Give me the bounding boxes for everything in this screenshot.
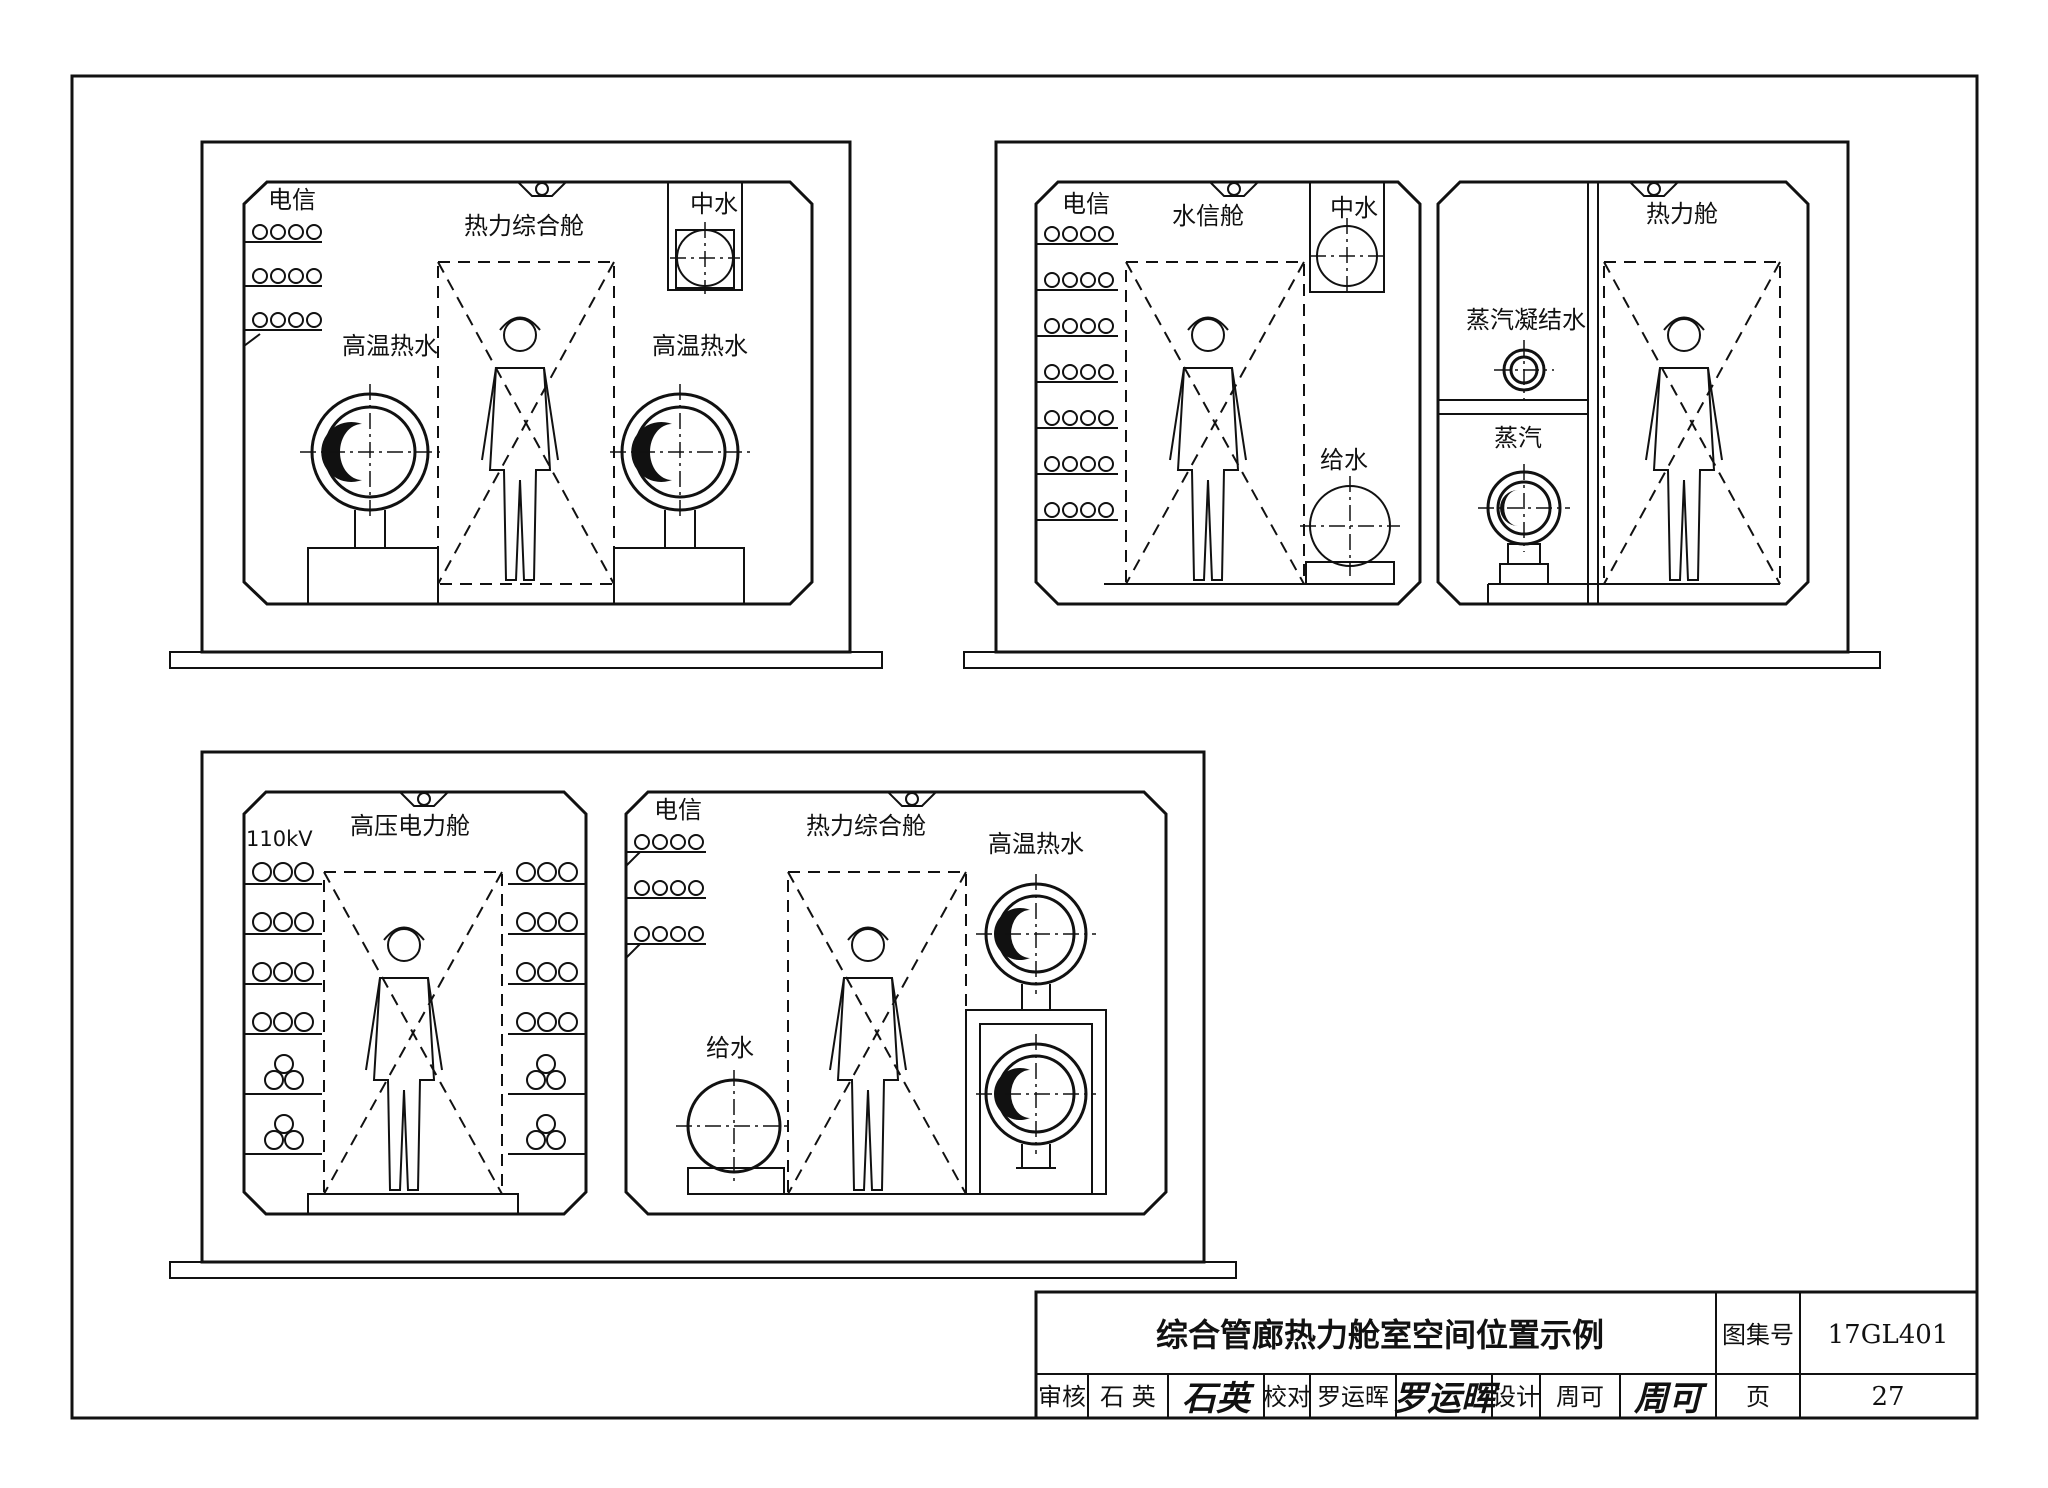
designer-name: 周可 (1556, 1383, 1604, 1411)
base-slab (169, 1261, 1237, 1279)
lamp-icon (517, 181, 567, 197)
section-top-left: 电信 热力综合舱 中水 高温热水 高温热水 (169, 140, 883, 669)
label-reclaimed-water: 中水 (1330, 194, 1378, 222)
drawing-title: 综合管廊热力舱室空间位置示例 (1156, 1316, 1604, 1354)
checker-name: 罗运晖 (1317, 1383, 1389, 1411)
pipe-steam-condensate (1494, 340, 1554, 400)
maintenance-space (437, 261, 615, 585)
outer-structure (994, 140, 1850, 654)
label-reclaimed-water: 中水 (690, 190, 738, 218)
label-hot-water-right: 高温热水 (652, 332, 748, 360)
label-water-telecom-cabin: 水信舱 (1172, 202, 1244, 230)
heat-combined-cabin (624, 790, 1168, 1216)
reviewer-name: 石 英 (1100, 1383, 1156, 1411)
cable-tray-icon (244, 862, 586, 1155)
label-water-supply: 给水 (706, 1034, 754, 1062)
lamp-icon (887, 791, 937, 807)
cable-tray-icon (625, 834, 706, 959)
pipe-support (613, 547, 745, 605)
section-bottom: 110kV 高压电力舱 电信 热力综合舱 高温热水 给水 (169, 750, 1237, 1279)
section-top-right: 电信 水信舱 中水 给水 热力舱 蒸汽凝结水 蒸汽 (963, 140, 1881, 669)
pipe-hot-water-lower (976, 1034, 1096, 1169)
pipe-hot-water-right (610, 384, 750, 605)
review-label: 审核 (1038, 1383, 1086, 1411)
worker-icon (829, 926, 907, 1191)
pipe-hot-water-left (300, 384, 440, 605)
atlas-label: 图集号 (1722, 1321, 1794, 1349)
label-telecom: 电信 (1062, 190, 1110, 218)
page-label: 页 (1746, 1383, 1770, 1411)
label-heat-cabin: 热力舱 (1646, 200, 1718, 228)
label-steam-condensate: 蒸汽凝结水 (1466, 306, 1586, 334)
designer-signature: 周可 (1633, 1379, 1708, 1419)
page-number: 27 (1871, 1382, 1904, 1412)
worker-icon (1645, 316, 1723, 581)
label-cabin: 热力综合舱 (464, 212, 584, 240)
worker-icon (365, 926, 443, 1191)
checker-signature: 罗运晖 (1393, 1379, 1501, 1419)
worker-icon (1169, 316, 1247, 581)
reviewer-signature: 石英 (1182, 1379, 1255, 1419)
worker-icon (481, 316, 559, 581)
sheet-border (70, 74, 1979, 1420)
label-voltage: 110kV (246, 827, 313, 851)
label-hot-water: 高温热水 (988, 830, 1084, 858)
label-cabin: 热力综合舱 (806, 812, 926, 840)
atlas-number: 17GL401 (1828, 1320, 1949, 1350)
heat-cabin (1436, 180, 1810, 606)
water-telecom-cabin (1034, 180, 1422, 606)
pipe-water-supply (676, 1070, 792, 1195)
title-block-frame (1034, 1290, 1979, 1420)
cable-tray-icon (1036, 226, 1118, 521)
maintenance-space (1603, 261, 1781, 585)
lamp-icon (1629, 181, 1679, 197)
pipe-steam (1478, 464, 1570, 585)
base-slab (169, 651, 883, 669)
pipe-support (307, 547, 439, 605)
label-telecom: 电信 (268, 186, 316, 214)
design-label: 设计 (1492, 1383, 1540, 1411)
check-label: 校对 (1263, 1383, 1311, 1411)
cabin-outline (242, 180, 814, 606)
lamp-icon (399, 791, 449, 807)
cable-tray-icon (243, 224, 322, 347)
base-slab (963, 651, 1881, 669)
hv-power-cabin (242, 790, 588, 1216)
pipe-hot-water-upper (976, 874, 1096, 1010)
label-hot-water-left: 高温热水 (342, 332, 438, 360)
label-steam: 蒸汽 (1494, 424, 1542, 452)
label-hv-cabin: 高压电力舱 (350, 812, 470, 840)
label-telecom: 电信 (654, 796, 702, 824)
title-block: 综合管廊热力舱室空间位置示例 图集号 17GL401 审核 石 英 石英 校对 … (1034, 1290, 1979, 1420)
label-water-supply: 给水 (1320, 446, 1368, 474)
lamp-icon (1209, 181, 1259, 197)
